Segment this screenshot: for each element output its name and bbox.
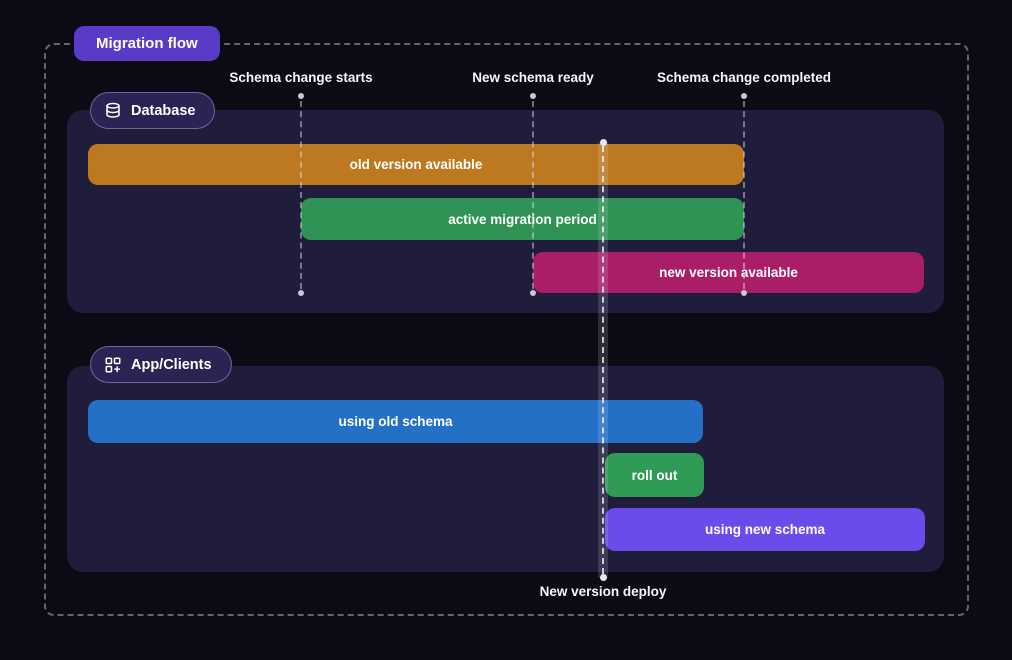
bar-old-version-available: old version available: [88, 144, 744, 185]
lane-badge-label: Database: [131, 102, 196, 119]
database-lane-badge: Database: [90, 92, 216, 129]
deploy-dot-bottom: [600, 574, 607, 581]
deploy-marker-label: New version deploy: [539, 584, 667, 599]
diagram-dashed-frame: [44, 43, 969, 616]
apps-plus-icon: [104, 356, 122, 374]
bar-active-migration-period: active migration period: [301, 198, 744, 240]
bar-using-old-schema: using old schema: [88, 400, 703, 443]
bar-new-version-available: new version available: [533, 252, 924, 293]
database-icon: [104, 102, 122, 120]
bar-roll-out: roll out: [605, 453, 704, 497]
app-clients-lane-badge: App/Clients: [90, 346, 232, 383]
bar-using-new-schema: using new schema: [605, 508, 925, 551]
lane-badge-label: App/Clients: [131, 356, 212, 373]
deploy-dot-top: [600, 139, 607, 146]
diagram-title-badge: Migration flow: [74, 26, 220, 61]
